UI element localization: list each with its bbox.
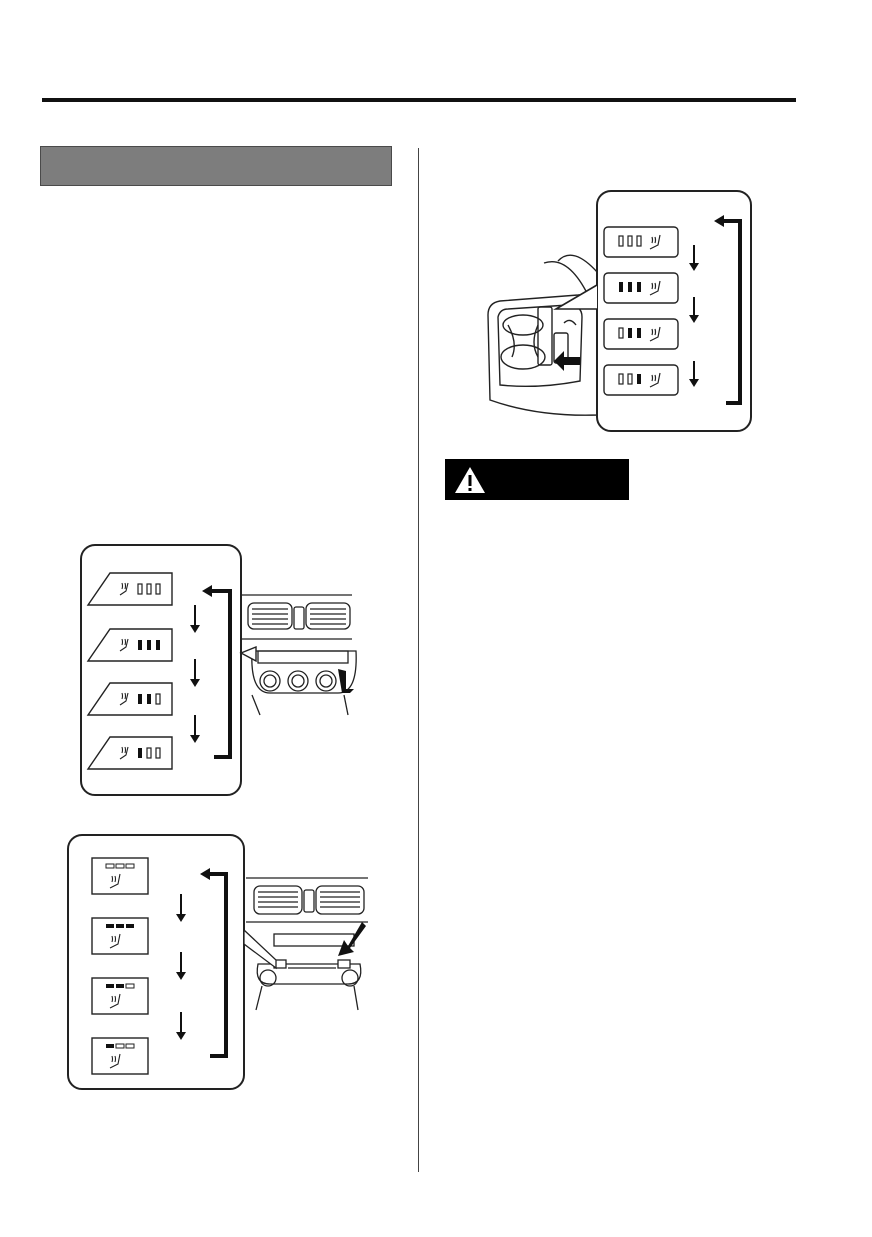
arrow-down-icon — [176, 894, 186, 922]
seat-heater-button-medium — [86, 682, 173, 716]
callout-box — [67, 834, 245, 1090]
console-seat-heater-figure — [487, 190, 752, 432]
seat-heater-icon — [649, 326, 661, 342]
dashboard-drawing — [242, 594, 357, 716]
seat-heater-icon — [109, 993, 121, 1009]
seat-heater-icon — [119, 582, 129, 596]
seat-heater-icon — [119, 692, 129, 706]
seat-heater-icon — [649, 234, 661, 250]
seat-heater-icon — [109, 1053, 121, 1069]
seat-heater-button-low — [603, 364, 679, 396]
dash-seat-heater-figure-a — [80, 544, 357, 796]
arrow-down-icon — [190, 715, 200, 743]
arrow-down-icon — [176, 1012, 186, 1040]
arrow-down-icon — [190, 605, 200, 633]
cycle-return-arrow-icon — [212, 589, 232, 759]
arrow-down-icon — [689, 361, 699, 387]
seat-heater-button-off — [86, 572, 173, 606]
pointer-arrow — [338, 669, 354, 693]
arrow-down-icon — [689, 245, 699, 271]
arrow-down-icon — [176, 952, 186, 980]
callout-box — [80, 544, 242, 796]
cycle-return-arrow-icon — [210, 872, 228, 1058]
warning-triangle-icon — [455, 467, 485, 493]
seat-heater-icon — [119, 746, 129, 760]
pointer-arrow — [338, 922, 366, 956]
seat-heater-button-medium — [603, 318, 679, 350]
dashboard-drawing — [246, 877, 368, 1011]
arrow-down-icon — [190, 659, 200, 687]
seat-heater-button-low — [86, 736, 173, 770]
seat-heater-button-high — [603, 272, 679, 304]
column-divider — [418, 148, 419, 1172]
dash-seat-heater-figure-b — [67, 834, 368, 1090]
seat-heater-button-off — [603, 226, 679, 258]
seat-heater-icon — [649, 280, 661, 296]
seat-heater-button-off — [91, 857, 149, 895]
header-rule — [42, 98, 796, 102]
seat-heater-icon — [119, 638, 129, 652]
seat-heater-button-medium — [91, 977, 149, 1015]
seat-heater-button-high — [91, 917, 149, 955]
cycle-return-arrow-icon — [724, 219, 742, 405]
seat-heater-icon — [109, 933, 121, 949]
center-console-drawing — [487, 254, 601, 416]
arrow-down-icon — [689, 297, 699, 323]
seat-heater-icon — [649, 372, 661, 388]
seat-heater-icon — [109, 873, 121, 889]
pointer-arrow — [554, 351, 580, 371]
section-header-bar — [40, 146, 392, 186]
seat-heater-button-low — [91, 1037, 149, 1075]
warning-bar — [445, 459, 629, 500]
seat-heater-button-high — [86, 628, 173, 662]
